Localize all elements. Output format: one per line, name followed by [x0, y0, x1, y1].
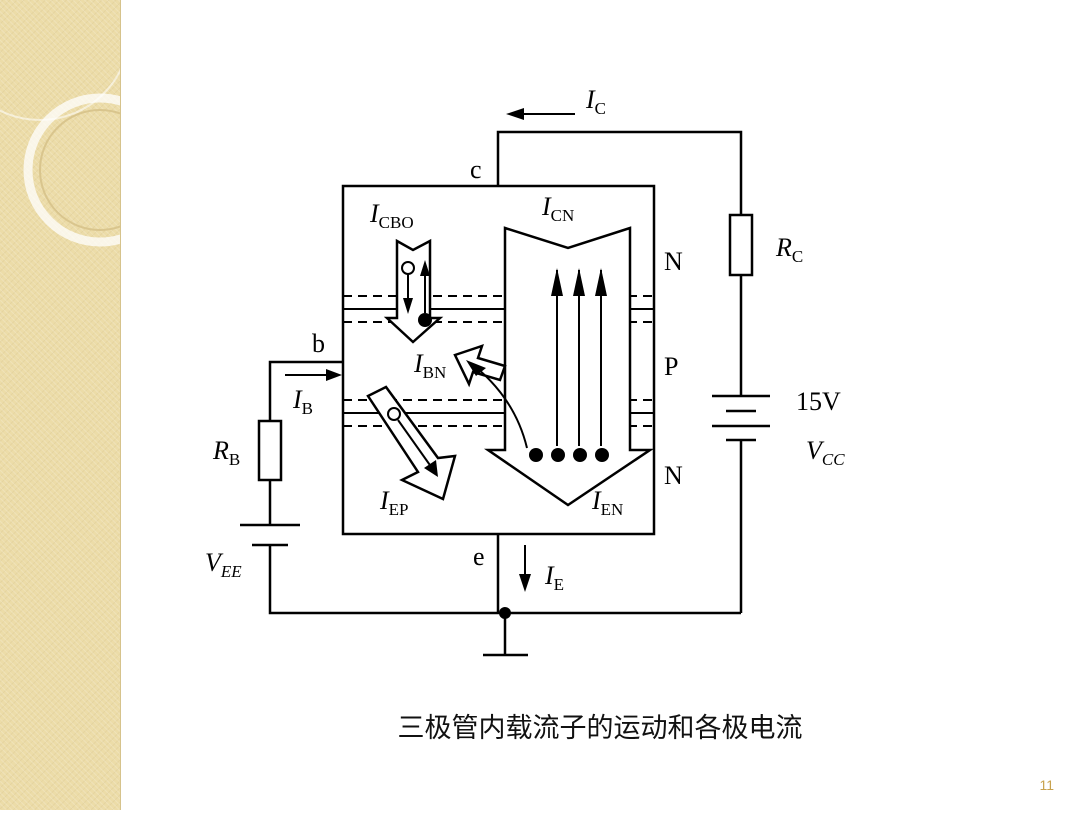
iep-carrier — [387, 407, 438, 477]
electron-flow — [529, 268, 609, 462]
collector-terminal-label: c — [470, 155, 482, 184]
iep-hollow-arrow — [366, 385, 457, 501]
region-middle-label: P — [664, 352, 678, 381]
decorative-side-band — [0, 0, 177, 810]
vee-battery — [240, 523, 300, 547]
circuit-wires — [268, 130, 743, 657]
ib-label: IB — [292, 385, 313, 418]
base-terminal-label: b — [312, 329, 325, 358]
rc-resistor — [728, 213, 754, 277]
ib-direction-arrow — [285, 369, 342, 381]
iep-label: IEP — [379, 486, 409, 519]
ic-direction-arrow — [506, 108, 575, 120]
vcc-value-label: 15V — [796, 387, 841, 416]
icbo-hollow-arrow — [383, 238, 444, 344]
emitter-terminal-label: e — [473, 542, 485, 571]
icbo-label: ICBO — [369, 199, 414, 232]
rb-resistor — [257, 419, 283, 482]
figure-caption: 三极管内载流子的运动和各极电流 — [397, 713, 803, 744]
region-top-label: N — [664, 247, 683, 276]
vcc-label: VCC — [806, 436, 845, 469]
ibn-recombination-arrow — [453, 344, 507, 388]
icn-ien-flow-arrow — [483, 226, 655, 507]
ie-direction-arrow — [519, 545, 531, 592]
rb-label: RB — [212, 436, 240, 469]
region-bottom-label: N — [664, 461, 683, 490]
icn-label: ICN — [541, 192, 574, 225]
page-number: 11 — [1039, 777, 1054, 793]
ien-label: IEN — [591, 486, 623, 519]
ibn-label: IBN — [413, 349, 446, 382]
ic-label: IC — [585, 85, 606, 118]
ground-node — [499, 607, 511, 619]
rc-label: RC — [775, 233, 803, 266]
vee-label: VEE — [205, 548, 242, 581]
ie-label: IE — [544, 561, 564, 594]
vcc-battery — [712, 394, 770, 442]
icbo-carriers — [401, 260, 432, 327]
